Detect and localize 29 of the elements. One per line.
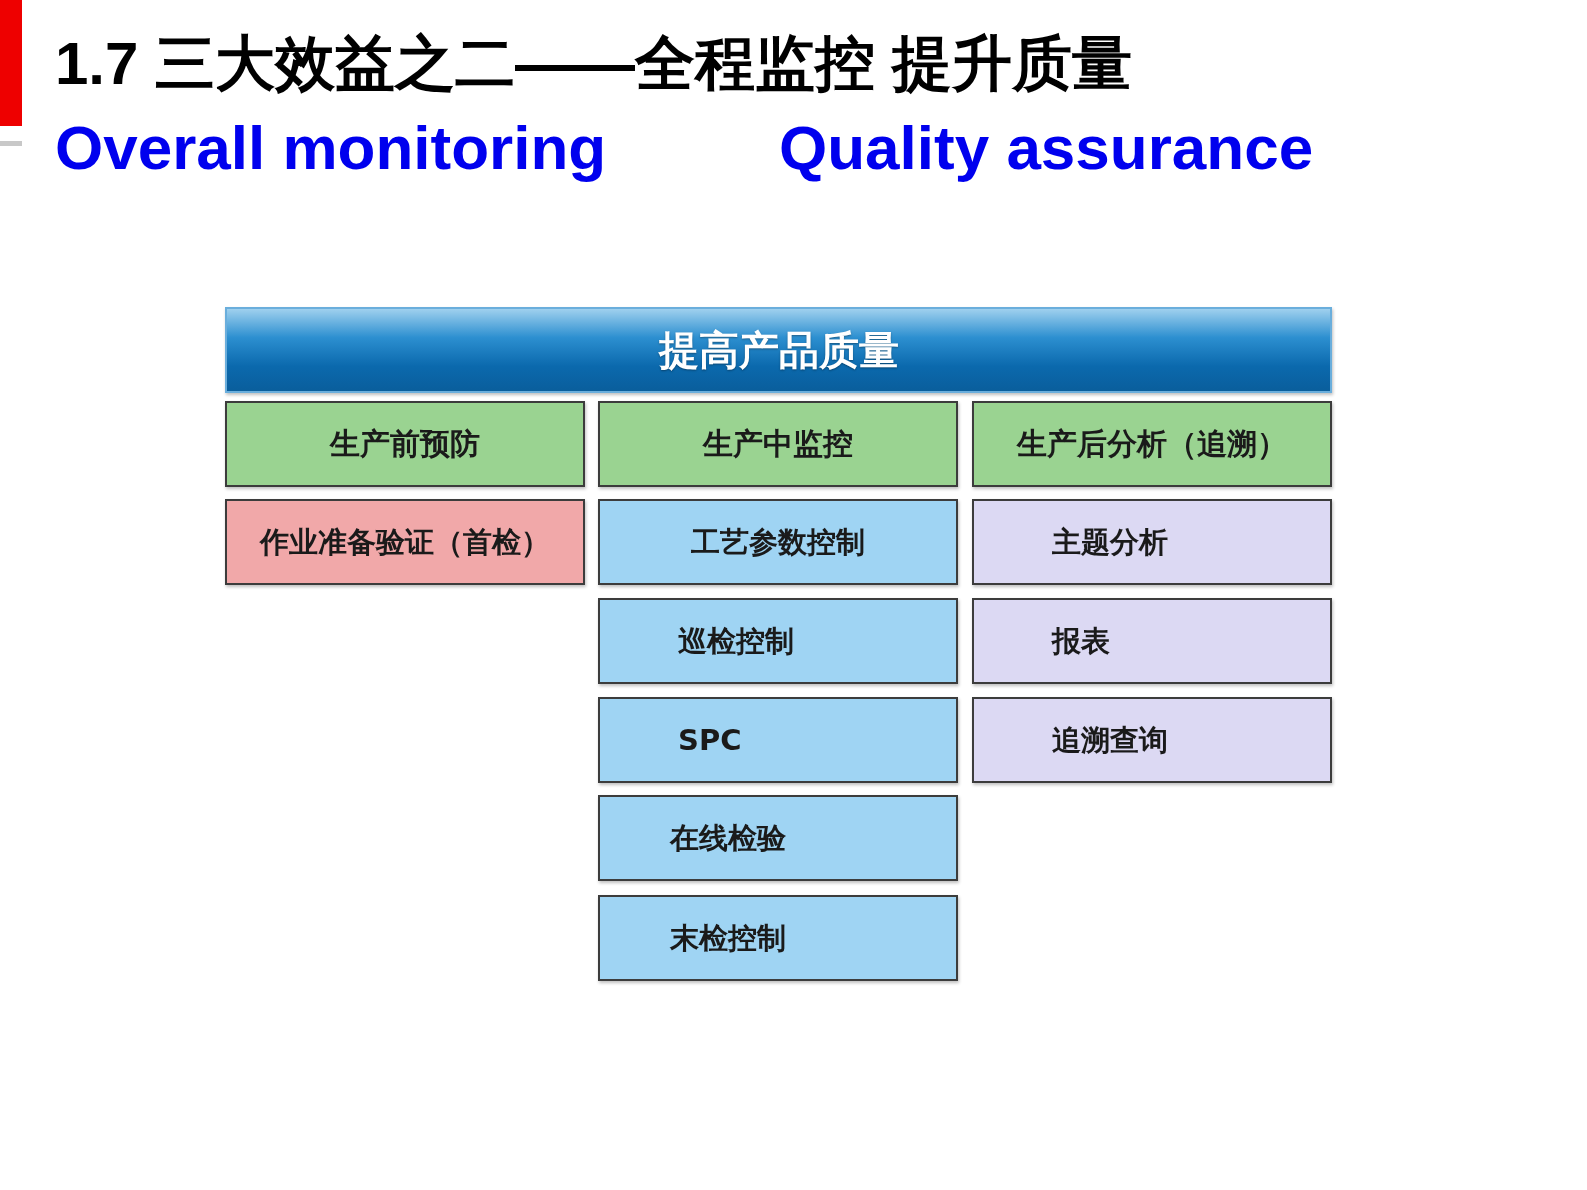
item-label: 追溯查询 [1052,722,1168,758]
item-tile [972,499,1332,585]
item-label: 工艺参数控制 [691,524,865,560]
item-tile [225,499,585,585]
item-label: 末检控制 [670,920,786,956]
item-tile [598,795,958,881]
item-tile [598,598,958,684]
item-tile [972,598,1332,684]
slide-title: 1.7 三大效益之二——全程监控 提升质量 [55,29,1132,99]
banner-heading: 提高产品质量 [658,326,899,374]
header-text: 生产后分析（追溯） [1017,426,1287,462]
item-label: 在线检验 [670,820,786,856]
subtitle-text: Quality assurance [779,112,1314,184]
item-label: 主题分析 [1052,524,1168,560]
header-text: 生产前预防 [330,426,480,462]
banner-bar [225,307,1332,393]
category-header [972,401,1332,487]
item-tile [598,895,958,981]
subtitle-text: Overall monitoring [55,112,607,184]
item-label: 巡检控制 [678,623,794,659]
item-label: 作业准备验证（首检） [260,524,550,560]
header-text: 生产中监控 [703,426,853,462]
item-tile [972,697,1332,783]
item-tile [598,697,958,783]
item-tile [598,499,958,585]
category-header [225,401,585,487]
item-label: 报表 [1052,623,1110,659]
category-header [598,401,958,487]
item-label: SPC [678,722,742,758]
